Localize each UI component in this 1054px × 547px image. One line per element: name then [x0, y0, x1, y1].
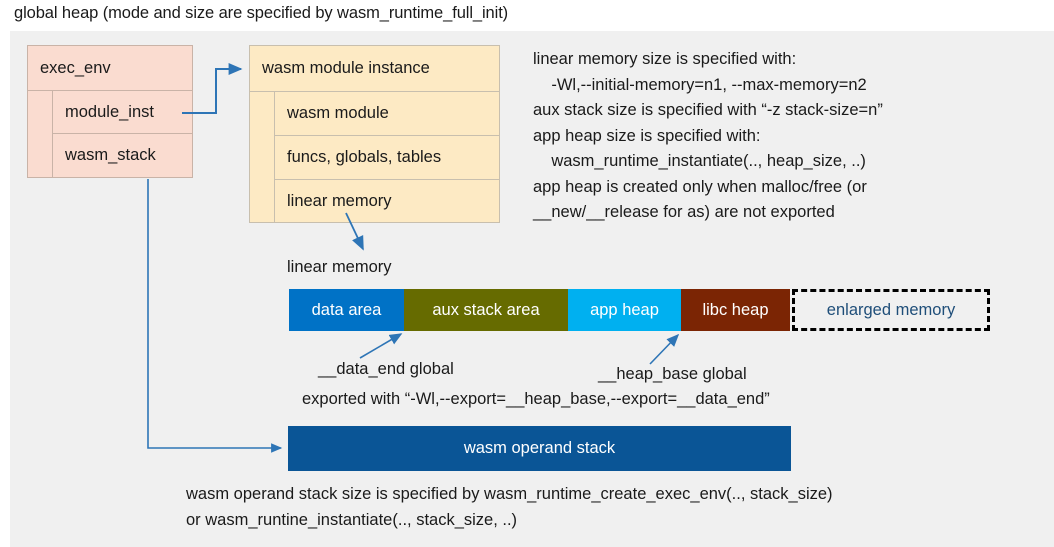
operand-stack-notes: wasm operand stack size is specified by …: [186, 485, 833, 529]
exec-env-box: exec_env module_inst wasm_stack: [27, 45, 193, 178]
exec-env-row-wasm-stack: wasm_stack: [65, 146, 156, 164]
module-instance-row-funcs-globals-tables: funcs, globals, tables: [275, 136, 499, 180]
exec-env-row-module-inst: module_inst: [53, 91, 192, 134]
heap-base-caption: __heap_base global: [598, 365, 747, 383]
exec-env-indent-column: [28, 91, 53, 177]
memory-segment-aux-stack-area: aux stack area: [404, 289, 568, 331]
memory-segment-libc-heap: libc heap: [681, 289, 790, 331]
page-title: global heap (mode and size are specified…: [14, 4, 509, 22]
memory-segment-data-area: data area: [289, 289, 404, 331]
module-instance-indent-column: [250, 92, 275, 222]
exported-with-caption: exported with “-Wl,--export=__heap_base,…: [302, 390, 770, 408]
module-instance-header: wasm module instance: [250, 46, 499, 92]
wasm-operand-stack-box: wasm operand stack: [288, 426, 791, 471]
module-instance-row-linear-memory: linear memory: [287, 191, 392, 210]
data-end-caption: __data_end global: [318, 360, 454, 378]
memory-config-notes: linear memory size is specified with: -W…: [533, 50, 883, 221]
linear-memory-label: linear memory: [287, 258, 392, 276]
module-instance-row-wasm-module: wasm module: [275, 92, 499, 136]
exec-env-header: exec_env: [28, 46, 192, 91]
memory-segment-app-heap: app heap: [568, 289, 681, 331]
wasm-module-instance-box: wasm module instance wasm module funcs, …: [249, 45, 500, 223]
memory-segment-enlarged-memory: enlarged memory: [792, 289, 990, 331]
